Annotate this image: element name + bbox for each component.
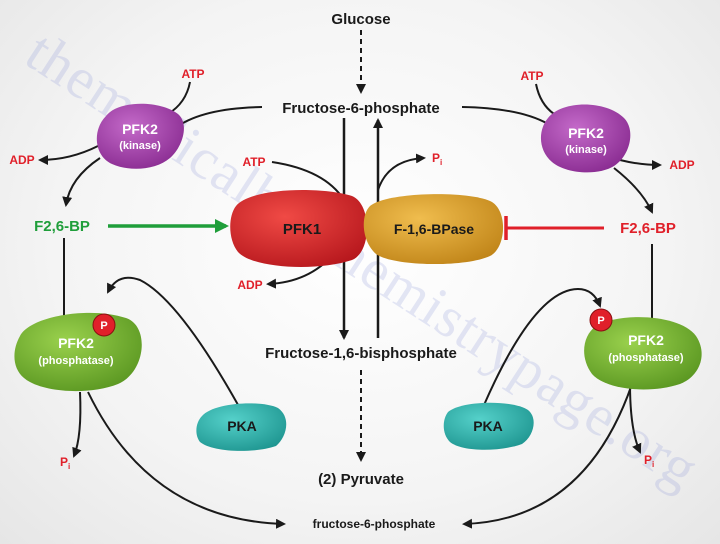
f16bp-label: Fructose-1,6-bisphosphate	[265, 345, 457, 362]
atp-right-label: ATP	[520, 69, 543, 83]
pfk2-phosphatase-left-name: PFK2	[58, 335, 94, 351]
pi-left-main: P	[60, 455, 68, 469]
f26bp-right-label: F2,6-BP	[620, 220, 676, 237]
glucose-label: Glucose	[331, 11, 390, 28]
left-pka-to-phosphatase-curve	[107, 276, 243, 413]
phospho-badge-right-label: P	[597, 315, 604, 327]
f6p-bottom-label: fructose-6-phosphate	[313, 517, 436, 531]
right-phosphatase-pi-curve	[629, 383, 642, 454]
pi-left-sub: i	[68, 462, 70, 471]
f6p-top-label: Fructose-6-phosphate	[282, 100, 440, 117]
pfk1-shape	[230, 190, 367, 267]
pfk2-kinase-left-shape	[96, 103, 184, 169]
fbpase-pi-curve	[377, 153, 426, 191]
right-f6p-to-kinase-curve	[461, 106, 549, 125]
pfk2-phosphatase-right-name: PFK2	[628, 332, 664, 348]
left-phosphatase-pi-curve	[72, 391, 82, 458]
left-kinase-to-f26bp-curve	[62, 157, 101, 207]
pi-right-main: P	[644, 453, 652, 467]
pfk2-kinase-left-sub: (kinase)	[119, 140, 161, 152]
left-phosphatase-to-f6p-curve	[87, 391, 286, 529]
pfk1-label: PFK1	[283, 221, 321, 238]
pfk2-phosphatase-right-shape	[584, 317, 702, 390]
pi-right-sub: i	[652, 460, 654, 469]
pi-left-label: Pi	[60, 455, 70, 471]
pfk2-kinase-right-sub: (kinase)	[565, 144, 607, 156]
atp-pfk1-label: ATP	[242, 155, 265, 169]
fbpase-label: F-1,6-BPase	[394, 221, 474, 237]
pka-right-shape	[443, 402, 534, 450]
phospho-badge-right	[589, 308, 613, 332]
pka-left-label: PKA	[227, 418, 257, 434]
watermark-text: themedicalbiochemistrypage.org	[15, 18, 711, 501]
adp-right-label: ADP	[669, 158, 694, 172]
pi-fbpase-sub: i	[440, 158, 442, 167]
right-adp-curve	[619, 159, 662, 170]
pi-right-label: Pi	[644, 453, 654, 469]
pfk2-phosphatase-right-sub: (phosphatase)	[608, 352, 684, 364]
pfk2-phosphatase-left-shape	[14, 312, 142, 392]
right-pka-to-phosphatase-curve	[483, 288, 602, 406]
fbpase-shape	[363, 194, 504, 265]
right-phosphatase-to-f6p-curve	[462, 383, 633, 529]
pka-right-label: PKA	[473, 418, 503, 434]
left-adp-curve	[38, 145, 99, 165]
adp-pfk1-label: ADP	[237, 278, 262, 292]
pka-left-shape	[196, 403, 287, 451]
pfk2-kinase-left-name: PFK2	[122, 121, 158, 137]
pfk2-kinase-right-name: PFK2	[568, 125, 604, 141]
pi-fbpase-label: Pi	[432, 151, 442, 167]
right-atp-curve	[535, 83, 555, 115]
left-f6p-to-kinase-curve	[177, 106, 263, 127]
phospho-badge-left	[92, 313, 116, 337]
pi-fbpase-main: P	[432, 151, 440, 165]
pfk2-phosphatase-left-sub: (phosphatase)	[38, 355, 114, 367]
right-kinase-to-f26bp-curve	[613, 167, 654, 214]
adp-left-label: ADP	[9, 153, 34, 167]
pfk2-kinase-right-shape	[540, 104, 631, 173]
f26bp-left-label: F2,6-BP	[34, 218, 90, 235]
pyruvate-label: (2) Pyruvate	[318, 471, 404, 488]
atp-left-label: ATP	[181, 67, 204, 81]
phospho-badge-left-label: P	[100, 320, 107, 332]
